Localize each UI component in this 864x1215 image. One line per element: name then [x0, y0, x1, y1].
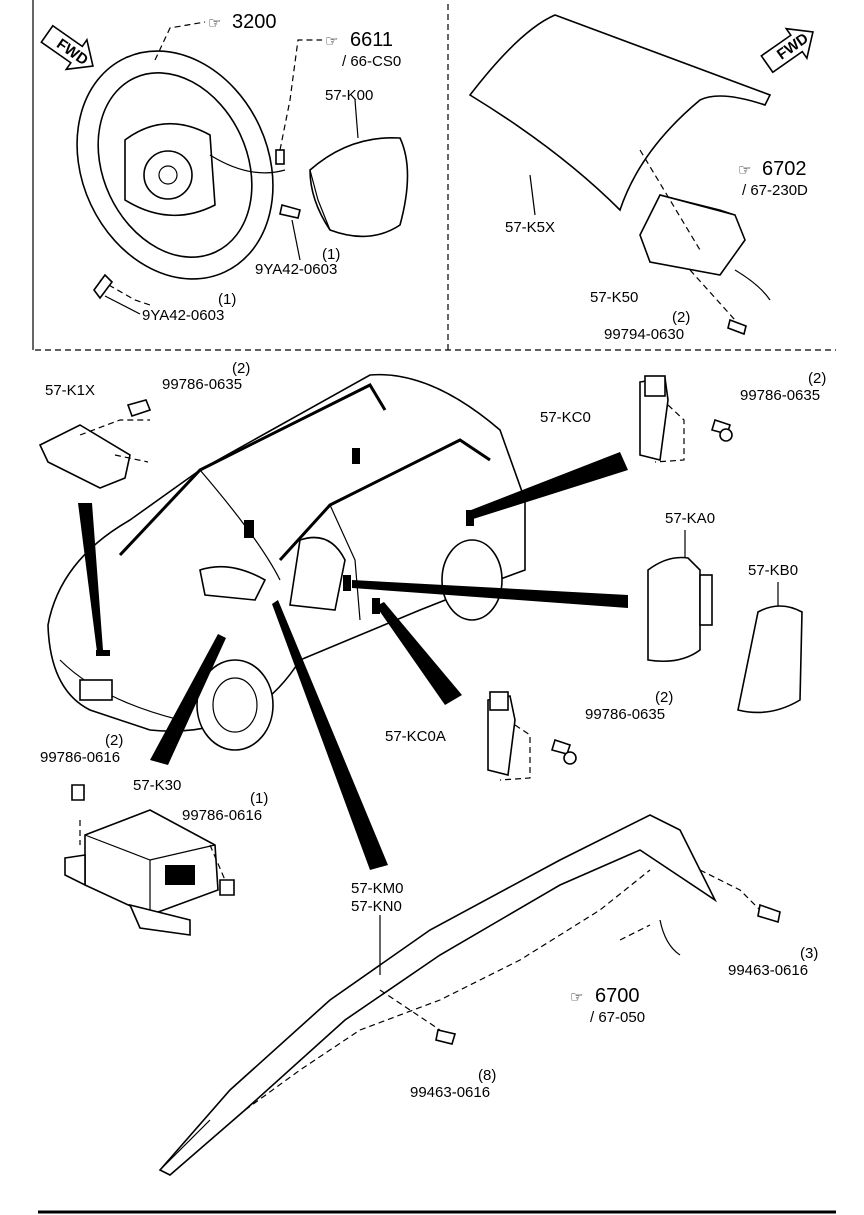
bolt-qty: (1)	[218, 291, 236, 308]
bolt-9ya42-right: (1) 9YA42-0603	[255, 246, 340, 278]
driver-airbag-drawing	[309, 99, 409, 238]
bolt-9ya42-left: (1) 9YA42-0603	[142, 291, 236, 324]
bolt-pn: 99463-0616	[410, 1084, 490, 1101]
ref-6700: ☞ 6700 / 67-050	[570, 985, 645, 1026]
bolt-qty: (1)	[250, 790, 268, 807]
part-57-kn0: 57-KN0	[351, 898, 402, 915]
passenger-airbag-drawing	[639, 149, 771, 336]
bolt-qty: (2)	[808, 370, 826, 387]
bolt-99786-0616-a: (2) 99786-0616	[40, 732, 123, 766]
curtain-airbag-drawing	[158, 814, 781, 1176]
part-57-km0: 57-KM0	[351, 880, 404, 897]
vehicle-drawing	[47, 373, 526, 751]
bolt-99786-0635-b: (2) 99786-0635	[740, 370, 826, 404]
part-57-k00: 57-K00	[325, 87, 373, 104]
bolt-pn: 99786-0635	[740, 387, 820, 404]
bolt-99463-0616-a: (3) 99463-0616	[728, 945, 818, 979]
part-57-kb0: 57-KB0	[748, 562, 798, 579]
hand-pointer-icon: ☞	[325, 33, 338, 50]
bolt-pn: 99463-0616	[728, 962, 808, 979]
hand-pointer-icon: ☞	[208, 15, 221, 32]
bolt-qty: (2)	[232, 360, 250, 377]
seat-airbag-kb0-drawing	[737, 582, 803, 714]
ref-6700-label: 6700	[595, 985, 640, 1007]
frame	[32, 0, 836, 1214]
ref-6611: ☞ 6611 / 66-CS0	[325, 29, 401, 70]
part-57-k1x: 57-K1X	[45, 382, 95, 399]
ref-3200: ☞ 3200	[208, 11, 277, 33]
front-sensor-drawing	[38, 399, 152, 489]
bolt-qty: (8)	[478, 1067, 496, 1084]
bolt-99794: (2) 99794-0630	[604, 309, 690, 343]
ref-3200-label: 3200	[232, 11, 277, 33]
steering-wheel-drawing	[76, 21, 322, 306]
hand-pointer-icon: ☞	[738, 162, 751, 179]
seat-airbag-ka0-drawing	[647, 530, 713, 663]
hand-pointer-icon: ☞	[570, 989, 583, 1006]
side-sensor-a-drawing	[487, 691, 577, 781]
bolt-qty: (2)	[655, 689, 673, 706]
part-57-k5x: 57-K5X	[505, 219, 555, 236]
wheel-bolt-drawing	[93, 204, 301, 315]
bolt-99786-0635-a: (2) 99786-0635	[162, 360, 250, 393]
bolt-pn: 9YA42-0603	[255, 261, 337, 278]
bolt-qty: (1)	[322, 246, 340, 263]
ref-6702: ☞ 6702 / 67-230D	[738, 158, 808, 199]
bolt-pn: 9YA42-0603	[142, 307, 224, 324]
bolt-99463-0616-b: (8) 99463-0616	[410, 1067, 496, 1101]
bolt-99786-0635-c: (2) 99786-0635	[585, 689, 673, 723]
bolt-pn: 99786-0635	[162, 376, 242, 393]
pointer-wedges	[78, 452, 628, 870]
part-57-k30: 57-K30	[133, 777, 181, 794]
bolt-pn: 99794-0630	[604, 326, 684, 343]
bolt-qty: (3)	[800, 945, 818, 962]
bolt-pn: 99786-0616	[182, 807, 262, 824]
part-57-k50: 57-K50	[590, 289, 638, 306]
ref-6611-label: 6611	[350, 29, 393, 51]
ref-6702-sub: / 67-230D	[742, 182, 808, 199]
bolt-99786-0616-b: (1) 99786-0616	[182, 790, 268, 824]
dash-panel-drawing	[468, 14, 772, 216]
ref-6702-label: 6702	[762, 158, 807, 180]
bolt-pn: 99786-0635	[585, 706, 665, 723]
bolt-pn: 99786-0616	[40, 749, 120, 766]
part-57-kc0: 57-KC0	[540, 409, 591, 426]
curtain-labels: 57-KM0 57-KN0	[351, 880, 404, 975]
bolt-qty: (2)	[105, 732, 123, 749]
side-sensor-drawing	[639, 375, 733, 463]
ref-6611-sub: / 66-CS0	[342, 53, 401, 70]
ref-6700-sub: / 67-050	[590, 1009, 645, 1026]
part-57-kc0a: 57-KC0A	[385, 728, 446, 745]
fwd-arrow-left: FWD	[40, 24, 94, 71]
part-57-ka0: 57-KA0	[665, 510, 715, 527]
control-module-drawing	[64, 784, 235, 936]
fwd-arrow-right: FWD	[760, 27, 814, 74]
bolt-qty: (2)	[672, 309, 690, 326]
